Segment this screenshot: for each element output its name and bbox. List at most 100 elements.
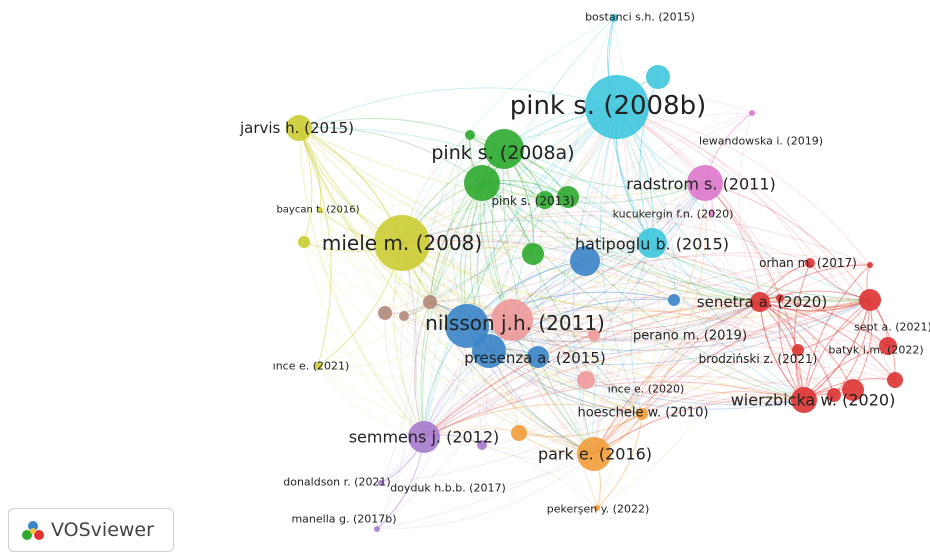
network-link (384, 312, 595, 455)
network-node-pink08b[interactable] (585, 75, 649, 139)
network-link (429, 148, 505, 303)
network-link (403, 106, 618, 317)
network-node-blue2[interactable] (527, 346, 549, 368)
network-link (593, 299, 675, 455)
network-link (380, 325, 468, 484)
node-label-kucukergin: kucukergin f.n. (2020) (613, 208, 734, 221)
network-node-semmens[interactable] (408, 421, 440, 453)
network-node-kucukergin[interactable] (709, 210, 715, 216)
network-node-baycan[interactable] (317, 207, 323, 213)
network-link (616, 106, 896, 381)
network-node-brown1[interactable] (378, 306, 392, 320)
network-node-green2[interactable] (522, 243, 544, 265)
network-link (298, 87, 618, 129)
network-node-senetra[interactable] (750, 292, 770, 312)
network-node-hatipoglu[interactable] (637, 228, 667, 258)
network-link (803, 264, 871, 401)
vosviewer-watermark[interactable]: VOSviewer (8, 508, 174, 552)
network-link (518, 413, 643, 438)
network-node-brodzinski[interactable] (792, 344, 804, 356)
node-label-baycan: baycan t. (2016) (276, 205, 359, 216)
network-link (593, 301, 761, 455)
network-link (593, 262, 811, 455)
network-link (423, 436, 598, 509)
network-link (759, 301, 835, 396)
network-link (423, 262, 811, 438)
node-label-wierzbicka: wierzbicka w. (2020) (731, 391, 896, 410)
node-label-donaldson: donaldson r. (2021) (283, 476, 390, 489)
network-node-yellow_small[interactable] (298, 236, 310, 248)
network-link (317, 106, 618, 367)
network-node-green4[interactable] (465, 130, 475, 140)
network-node-brown2[interactable] (423, 295, 437, 309)
network-link (466, 112, 753, 327)
network-node-brown3[interactable] (399, 311, 409, 321)
node-label-doyduk: doyduk h.b.b. (2017) (390, 482, 506, 495)
network-link (401, 242, 805, 401)
network-link (298, 127, 595, 455)
network-node-lewandowska[interactable] (749, 110, 755, 116)
network-node-wierzbicka[interactable] (791, 387, 817, 413)
network-link (503, 148, 805, 401)
network-node-orhan[interactable] (805, 258, 815, 268)
network-link (593, 297, 781, 455)
network-node-pink_big[interactable] (491, 299, 533, 341)
network-node-ince21[interactable] (314, 362, 322, 370)
network-link (794, 262, 811, 401)
network-node-red5[interactable] (776, 294, 784, 302)
network-node-cyan_small[interactable] (646, 65, 670, 89)
network-link (423, 360, 896, 438)
network-node-doyduk[interactable] (477, 440, 487, 450)
network-node-red2[interactable] (887, 372, 903, 388)
network-link (593, 397, 805, 455)
network-node-red3[interactable] (867, 262, 873, 268)
node-label-jarvis: jarvis h. (2015) (239, 119, 354, 137)
network-node-jarvis[interactable] (286, 115, 312, 141)
network-node-orange_small[interactable] (511, 425, 527, 441)
node-label-ince21: ınce e. (2021) (273, 360, 350, 373)
network-node-blue1[interactable] (570, 246, 600, 276)
network-node-pekersen[interactable] (594, 505, 600, 511)
network-link (759, 299, 871, 312)
network-link (616, 106, 811, 264)
network-link (651, 242, 871, 302)
network-link (503, 148, 706, 189)
network-node-nilsson[interactable] (445, 304, 489, 348)
network-node-batyk[interactable] (879, 337, 897, 355)
network-link (593, 376, 896, 455)
network-node-hoeschele[interactable] (636, 408, 648, 420)
network-node-park[interactable] (577, 437, 611, 471)
network-node-presenza[interactable] (472, 334, 506, 368)
network-node-pink13[interactable] (536, 191, 554, 209)
node-label-brodzinski: brodziński z. (2021) (699, 352, 818, 366)
network-link (593, 112, 753, 455)
network-link (511, 299, 871, 344)
node-label-pink08a: pink s. (2008a) (431, 142, 574, 164)
node-label-lewandowska: lewandowska i. (2019) (699, 135, 823, 148)
network-link (423, 334, 595, 438)
network-link (616, 106, 835, 396)
network-link (738, 112, 761, 303)
network-link (401, 242, 595, 455)
network-node-bostanci[interactable] (610, 14, 618, 22)
network-link (298, 127, 483, 184)
network-node-ince20[interactable] (577, 371, 595, 389)
network-node-miele[interactable] (374, 215, 430, 271)
network-link (596, 301, 761, 509)
network-node-pink08a[interactable] (484, 129, 524, 169)
network-node-red4[interactable] (827, 388, 841, 402)
network-link (511, 182, 706, 321)
network-node-radstrom[interactable] (687, 165, 723, 201)
network-node-red1[interactable] (842, 379, 864, 401)
network-nodes[interactable] (286, 14, 903, 532)
network-node-donaldson[interactable] (378, 480, 384, 486)
network-node-green3[interactable] (557, 186, 579, 208)
network-node-blue3[interactable] (668, 294, 680, 306)
network-link (759, 301, 896, 381)
network-node-sept[interactable] (859, 289, 881, 311)
network-link (593, 212, 713, 455)
network-node-perano[interactable] (588, 329, 600, 341)
network-node-manella[interactable] (374, 526, 380, 532)
network-node-green1[interactable] (464, 165, 500, 201)
